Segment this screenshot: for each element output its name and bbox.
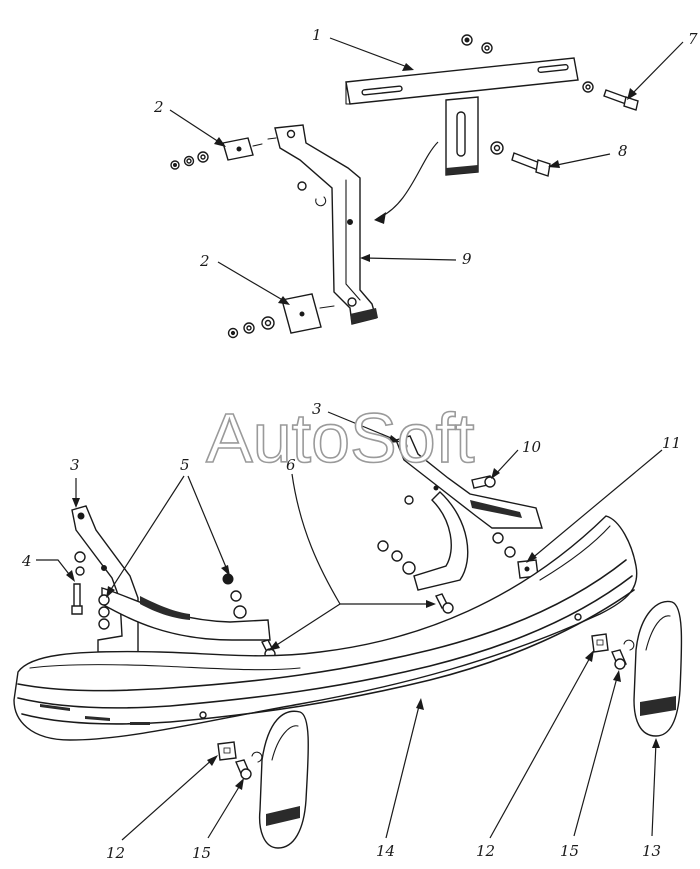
part-2-lower-plate <box>227 293 322 339</box>
part-15-bolts <box>235 639 635 780</box>
callout-1: 1 <box>312 26 322 44</box>
part-12-plate-right <box>591 633 609 653</box>
callout-15-right: 15 <box>560 842 579 860</box>
watermark: AutoSoft <box>206 399 475 477</box>
callout-7: 7 <box>688 30 698 48</box>
left-bumper-bracket <box>71 505 139 653</box>
part-9-bracket-arm <box>267 124 378 325</box>
callout-15-left: 15 <box>192 844 211 862</box>
callout-14: 14 <box>376 842 395 860</box>
callout-12-right: 12 <box>476 842 495 860</box>
assembly-arrow <box>377 141 439 219</box>
callout-5: 5 <box>180 456 190 474</box>
part-2-upper-plate <box>170 137 263 170</box>
callout-3-right: 3 <box>312 400 322 418</box>
top-nut-washer <box>461 34 493 54</box>
part-7-bolt <box>582 81 639 111</box>
part-12-plate-left <box>217 741 237 761</box>
callout-9: 9 <box>462 250 472 268</box>
callout-12-left: 12 <box>106 844 125 862</box>
part-13-overrider-right <box>633 600 683 737</box>
callout-6: 6 <box>286 456 296 474</box>
part-1-t-bracket <box>345 57 579 176</box>
part-10-bolt <box>471 475 496 489</box>
callout-4: 4 <box>21 552 32 570</box>
right-bumper-bracket <box>377 435 543 591</box>
left-strap <box>101 573 271 641</box>
callout-2-lower: 2 <box>199 252 210 270</box>
callout-13: 13 <box>642 842 661 860</box>
callout-10: 10 <box>522 438 542 456</box>
callout-8: 8 <box>618 142 628 160</box>
callout-2-upper: 2 <box>153 98 164 116</box>
part-4-bolt <box>71 551 110 630</box>
callout-3-left: 3 <box>70 456 80 474</box>
callout-11: 11 <box>662 434 681 452</box>
part-14-bumper-bar <box>13 515 638 741</box>
leader-lines <box>36 37 684 841</box>
part-13-overrider-left <box>258 710 309 849</box>
part-8-bolt <box>490 141 551 177</box>
